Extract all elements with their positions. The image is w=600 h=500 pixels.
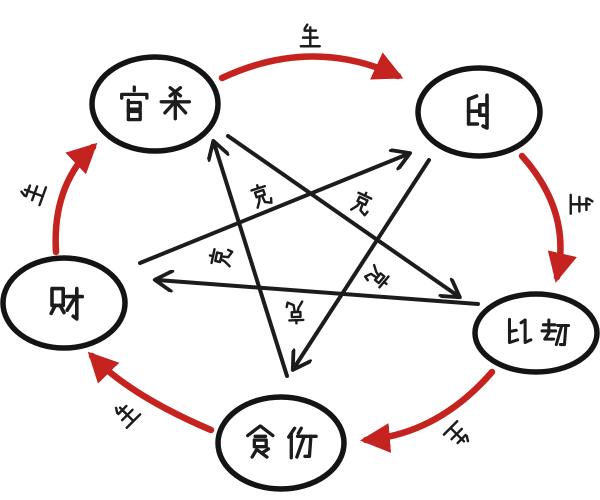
node-label-bijie	[500, 316, 572, 350]
node-label-cai	[44, 283, 84, 323]
overcome-arrow-shishang-to-guansha	[214, 143, 289, 378]
generate-arrow-cai-to-guansha	[52, 142, 98, 256]
node-label-guansha	[116, 86, 194, 123]
node-circle-shishang	[215, 394, 347, 492]
node-circle-bijie	[472, 291, 600, 375]
overcome-arrow-bijie-to-cai	[157, 280, 480, 306]
overcome-arrow-cai-to-yin	[138, 154, 408, 265]
overcome-arrow-guansha-to-bijie	[226, 134, 458, 296]
edge-label-sheng-right	[568, 191, 595, 218]
generate-arrow-guansha-to-yin	[218, 52, 404, 82]
edge-label-ke-mid-left	[206, 242, 238, 274]
generate-arrow-shishang-to-cai	[87, 351, 215, 434]
generate-arrow-bijie-to-shishang	[360, 368, 496, 453]
node-label-shishang	[242, 425, 320, 462]
generate-arrow-yin-to-bijie	[518, 152, 577, 283]
edge-label-ke-bottom	[282, 297, 310, 325]
node-circle-guansha	[89, 54, 221, 154]
edge-label-sheng-top	[297, 23, 324, 50]
overcome-arrow-yin-to-shishang	[294, 158, 431, 368]
node-label-yin	[459, 92, 499, 132]
